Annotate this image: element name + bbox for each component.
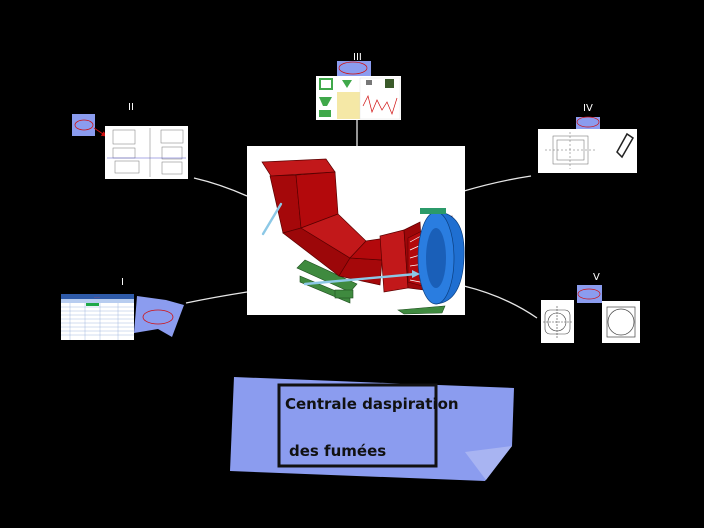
connector-lines xyxy=(185,120,538,319)
flow-arrows xyxy=(261,202,418,286)
title-line-1: Centrale daspiration xyxy=(285,395,459,413)
branch-iv-images[interactable] xyxy=(538,116,637,173)
support-frame xyxy=(296,259,446,315)
branch-label-iv: IV xyxy=(583,103,593,114)
branch-ii-images[interactable] xyxy=(72,114,188,179)
branch-label-i: I xyxy=(121,277,124,288)
branch-v-images[interactable] xyxy=(541,285,640,343)
branch-iii-images[interactable] xyxy=(316,61,401,120)
branch-label-iii: III xyxy=(353,52,362,63)
title-line-2: des fumées xyxy=(289,442,386,460)
svg-text:——: —— xyxy=(94,295,100,299)
central-image[interactable] xyxy=(247,146,465,315)
branch-label-ii: II xyxy=(128,102,134,113)
branch-i-images[interactable]: —— xyxy=(61,294,184,340)
branch-label-v: V xyxy=(593,272,600,283)
fan-housing xyxy=(417,208,465,305)
title-note[interactable]: Centrale daspiration des fumées xyxy=(230,377,514,481)
